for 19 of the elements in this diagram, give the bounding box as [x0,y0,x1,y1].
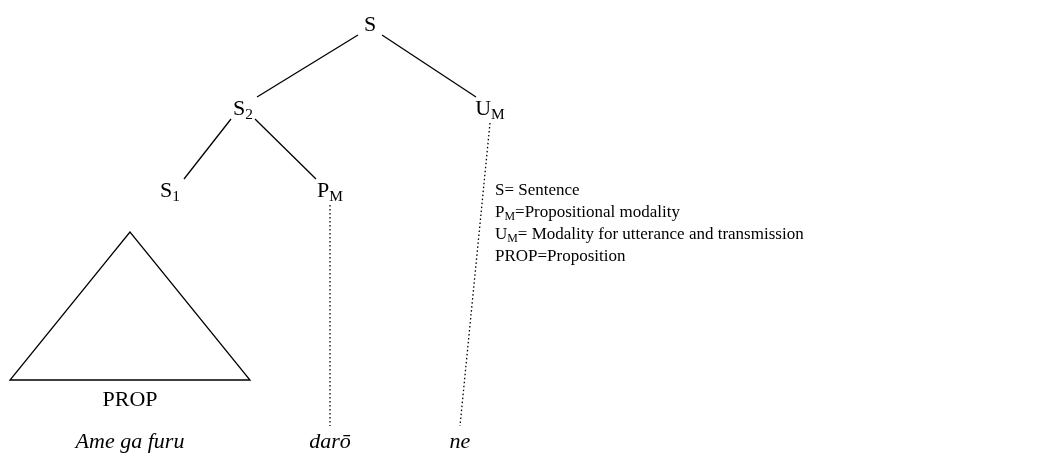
word-label: darō [309,428,351,454]
tree-branch [256,34,359,98]
tree-node-label: P$_{M}$ [317,177,343,203]
node-label: PROP [101,386,159,412]
example-sentence: Ame ga furu [75,428,185,454]
legend-definition: PROP=Proposition [495,246,626,266]
dotted-line [329,204,331,427]
legend-definition: S= Sentence [495,180,580,200]
tree-branch [183,118,232,180]
tree-branch [381,34,477,98]
tree-branch [254,118,317,180]
tree-node-label: S$_{2}$ [233,95,253,121]
dotted-line [459,122,491,427]
legend-definition: U$_{M}$= Modality for utterance and transmission [495,224,804,244]
tree-node-label: S$_{1}$ [160,177,180,203]
tree-node-label: U$_{M}$ [475,95,505,121]
word-label: ne [449,428,471,454]
tree-node-label: S [363,11,377,37]
legend-definition: P$_{M}$=Propositional modality [495,202,680,222]
